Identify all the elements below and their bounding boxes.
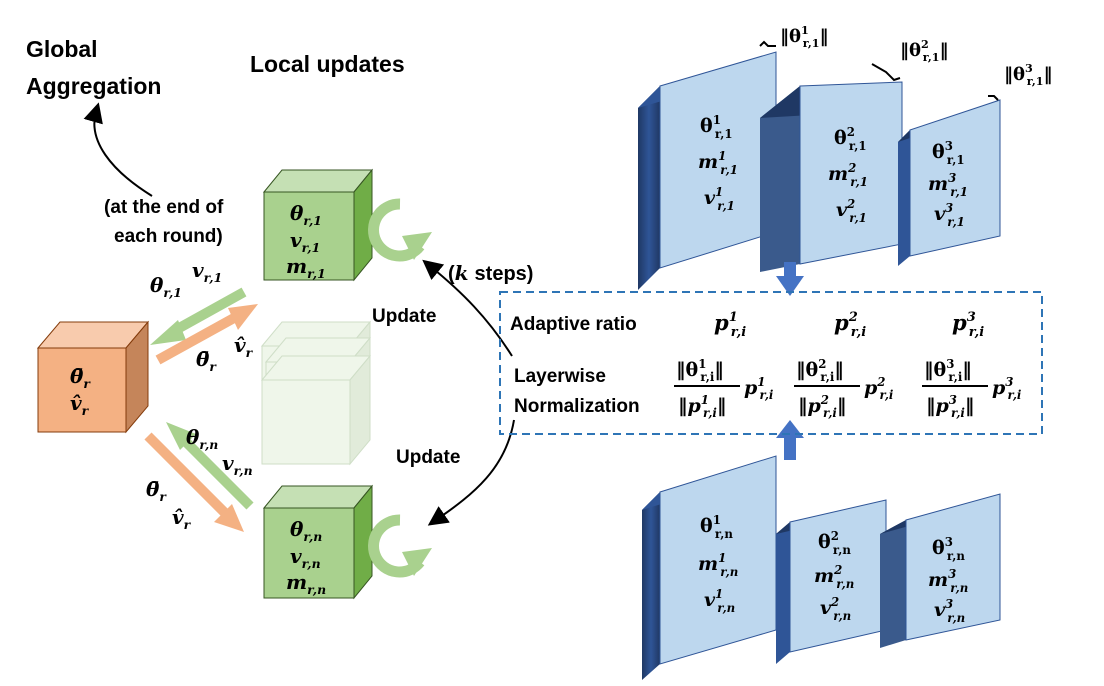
download-arrow-bottom <box>144 432 244 532</box>
svg-text:‖p1r,i‖: ‖p1r,i‖ <box>678 393 726 420</box>
norm-brace-2 <box>871 63 901 82</box>
client-1-v: vr,1 <box>290 228 320 255</box>
layer-2-slab-top <box>760 81 903 272</box>
norm-brace-3 <box>988 95 999 101</box>
upload-arrow-top <box>150 287 247 345</box>
svg-text:p2r,i: p2r,i <box>864 375 893 402</box>
download-arrow-top <box>155 304 258 365</box>
update-curve-arrow-top <box>422 259 513 357</box>
svg-text:p1r,i: p1r,i <box>744 375 773 402</box>
download-theta-bar-bottom: θ̄r <box>146 477 167 504</box>
svg-text:‖p2r,i‖: ‖p2r,i‖ <box>798 393 846 420</box>
end-of-round-label-line1: (at the end of <box>104 197 224 218</box>
download-theta-bar-top: θ̄r <box>196 347 217 374</box>
client-1-theta: θr,1 <box>290 201 322 228</box>
server-theta-bar: θ̄r <box>70 364 91 391</box>
client-n-m: mr,n <box>286 570 326 597</box>
layerwise-label-line2: Normalization <box>514 396 640 417</box>
aggregation-curve-arrow <box>83 102 153 197</box>
upload-arrow-bottom <box>166 422 254 510</box>
local-loop-icon-bottom <box>368 514 432 578</box>
layer-2-slab-bottom <box>776 499 887 664</box>
client-1-m: mr,1 <box>286 254 326 281</box>
upload-theta-bottom: θr,n <box>186 425 218 452</box>
layer-1-slab-top <box>638 51 777 290</box>
layerwise-label-line1: Layerwise <box>514 366 606 387</box>
adaptive-ratio-label: Adaptive ratio <box>510 314 637 335</box>
svg-text:‖θ3r,i‖: ‖θ3r,i‖ <box>924 357 972 384</box>
server-v-hat: v̂r <box>70 391 90 418</box>
upload-v-top: vr,1 <box>192 258 222 285</box>
svg-text:‖θ2r,i‖: ‖θ2r,i‖ <box>796 357 844 384</box>
faded-client-cubes <box>260 320 372 466</box>
client-n-cube: θr,n vr,n mr,n <box>262 484 374 600</box>
download-v-hat-bottom: v̂r <box>172 505 192 532</box>
local-updates-label: Local updates <box>250 51 405 77</box>
client-n-v: vr,n <box>290 544 321 571</box>
end-of-round-label-line2: each round) <box>114 226 223 247</box>
blue-arrow-up <box>776 420 804 460</box>
local-loop-icon-top <box>368 198 432 262</box>
svg-text:p3r,i: p3r,i <box>992 375 1021 402</box>
layer-3-slab-bottom <box>880 493 1001 648</box>
upload-theta-top: θr,1 <box>150 273 182 300</box>
blue-arrow-down <box>776 262 804 296</box>
update-label-top: Update <box>372 306 436 327</box>
update-curve-arrow-bottom <box>427 419 515 526</box>
svg-text:‖p3r,i‖: ‖p3r,i‖ <box>926 393 974 420</box>
update-label-bottom: Update <box>396 447 460 468</box>
normalization-dashed-box <box>499 291 1043 435</box>
norm-brace-1 <box>759 40 776 47</box>
upload-v-bottom: vr,n <box>222 451 253 478</box>
download-v-hat-top: v̂r <box>234 333 254 360</box>
layer-3-slab-top <box>898 99 1001 266</box>
layer-1-slab-bottom <box>642 455 777 680</box>
client-1-cube: θr,1 vr,1 mr,1 <box>262 168 374 282</box>
client-n-theta: θr,n <box>290 517 322 544</box>
global-aggregation-label-line2: Aggregation <box>26 73 161 99</box>
global-aggregation-label-line1: Global <box>26 36 98 62</box>
svg-text:‖θ1r,i‖: ‖θ1r,i‖ <box>676 357 724 384</box>
server-cube: θ̄r v̂r <box>36 320 150 434</box>
